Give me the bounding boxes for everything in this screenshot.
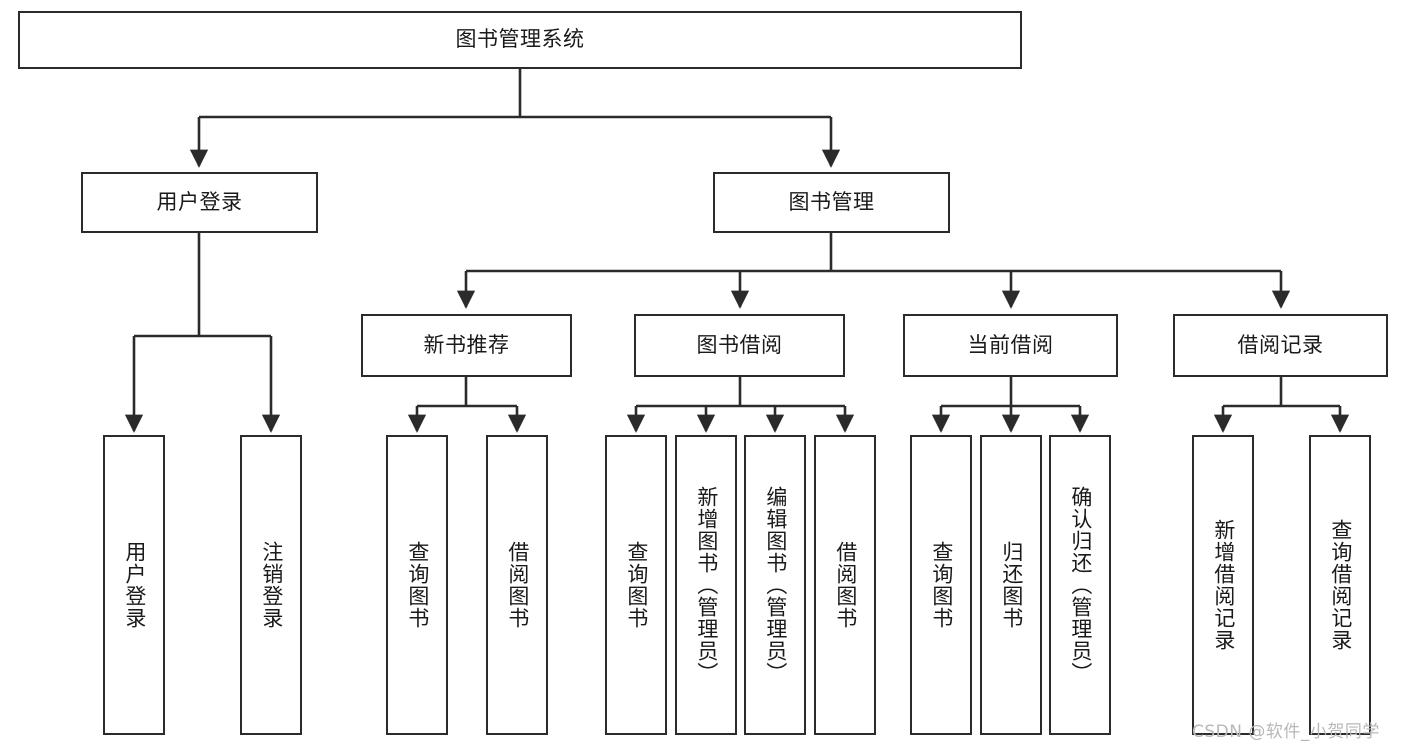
leaf-label: 查询图书 xyxy=(929,541,954,629)
node-root-label: 图书管理系统 xyxy=(455,27,585,52)
leaf-current-confirm-return-admin[interactable]: 确认归还（管理员） xyxy=(1049,435,1111,735)
leaf-borrow-edit-book-admin[interactable]: 编辑图书（管理员） xyxy=(744,435,806,735)
leaf-current-query-book[interactable]: 查询图书 xyxy=(910,435,972,735)
leaf-borrow-query-book[interactable]: 查询图书 xyxy=(605,435,667,735)
node-book-management-label: 图书管理 xyxy=(788,189,875,214)
node-borrow-record[interactable]: 借阅记录 xyxy=(1173,314,1388,377)
node-borrow-record-label: 借阅记录 xyxy=(1237,332,1324,357)
leaf-current-return-book[interactable]: 归还图书 xyxy=(980,435,1042,735)
leaf-record-add-record[interactable]: 新增借阅记录 xyxy=(1192,435,1254,735)
node-new-book-recommend[interactable]: 新书推荐 xyxy=(361,314,572,377)
leaf-user-login-logout[interactable]: 注销登录 xyxy=(240,435,302,735)
leaf-label: 查询图书 xyxy=(624,541,649,629)
leaf-label: 确认归还（管理员） xyxy=(1068,486,1093,684)
node-current-borrow-label: 当前借阅 xyxy=(967,332,1054,357)
csdn-watermark: CSDN @软件_小贺同学 xyxy=(1192,722,1380,742)
node-current-borrow[interactable]: 当前借阅 xyxy=(903,314,1118,377)
leaf-label: 查询图书 xyxy=(405,541,430,629)
leaf-user-login-login[interactable]: 用户登录 xyxy=(103,435,165,735)
node-book-borrow[interactable]: 图书借阅 xyxy=(634,314,845,377)
leaf-borrow-borrow-book[interactable]: 借阅图书 xyxy=(814,435,876,735)
node-book-management[interactable]: 图书管理 xyxy=(713,172,950,233)
leaf-label: 注销登录 xyxy=(259,541,284,629)
node-book-borrow-label: 图书借阅 xyxy=(696,332,783,357)
leaf-label: 编辑图书（管理员） xyxy=(763,486,788,684)
leaf-label: 新增借阅记录 xyxy=(1211,519,1236,651)
leaf-label: 新增图书（管理员） xyxy=(694,486,719,684)
leaf-label: 借阅图书 xyxy=(833,541,858,629)
leaf-label: 用户登录 xyxy=(122,541,147,629)
node-new-book-recommend-label: 新书推荐 xyxy=(423,332,510,357)
leaf-recommend-borrow-book[interactable]: 借阅图书 xyxy=(486,435,548,735)
node-user-login-label: 用户登录 xyxy=(156,189,243,214)
node-user-login[interactable]: 用户登录 xyxy=(81,172,318,233)
node-root[interactable]: 图书管理系统 xyxy=(18,11,1022,69)
leaf-label: 归还图书 xyxy=(999,541,1024,629)
leaf-record-query-record[interactable]: 查询借阅记录 xyxy=(1309,435,1371,735)
leaf-label: 查询借阅记录 xyxy=(1328,519,1353,651)
leaf-recommend-query-book[interactable]: 查询图书 xyxy=(386,435,448,735)
leaf-label: 借阅图书 xyxy=(505,541,530,629)
leaf-borrow-add-book-admin[interactable]: 新增图书（管理员） xyxy=(675,435,737,735)
